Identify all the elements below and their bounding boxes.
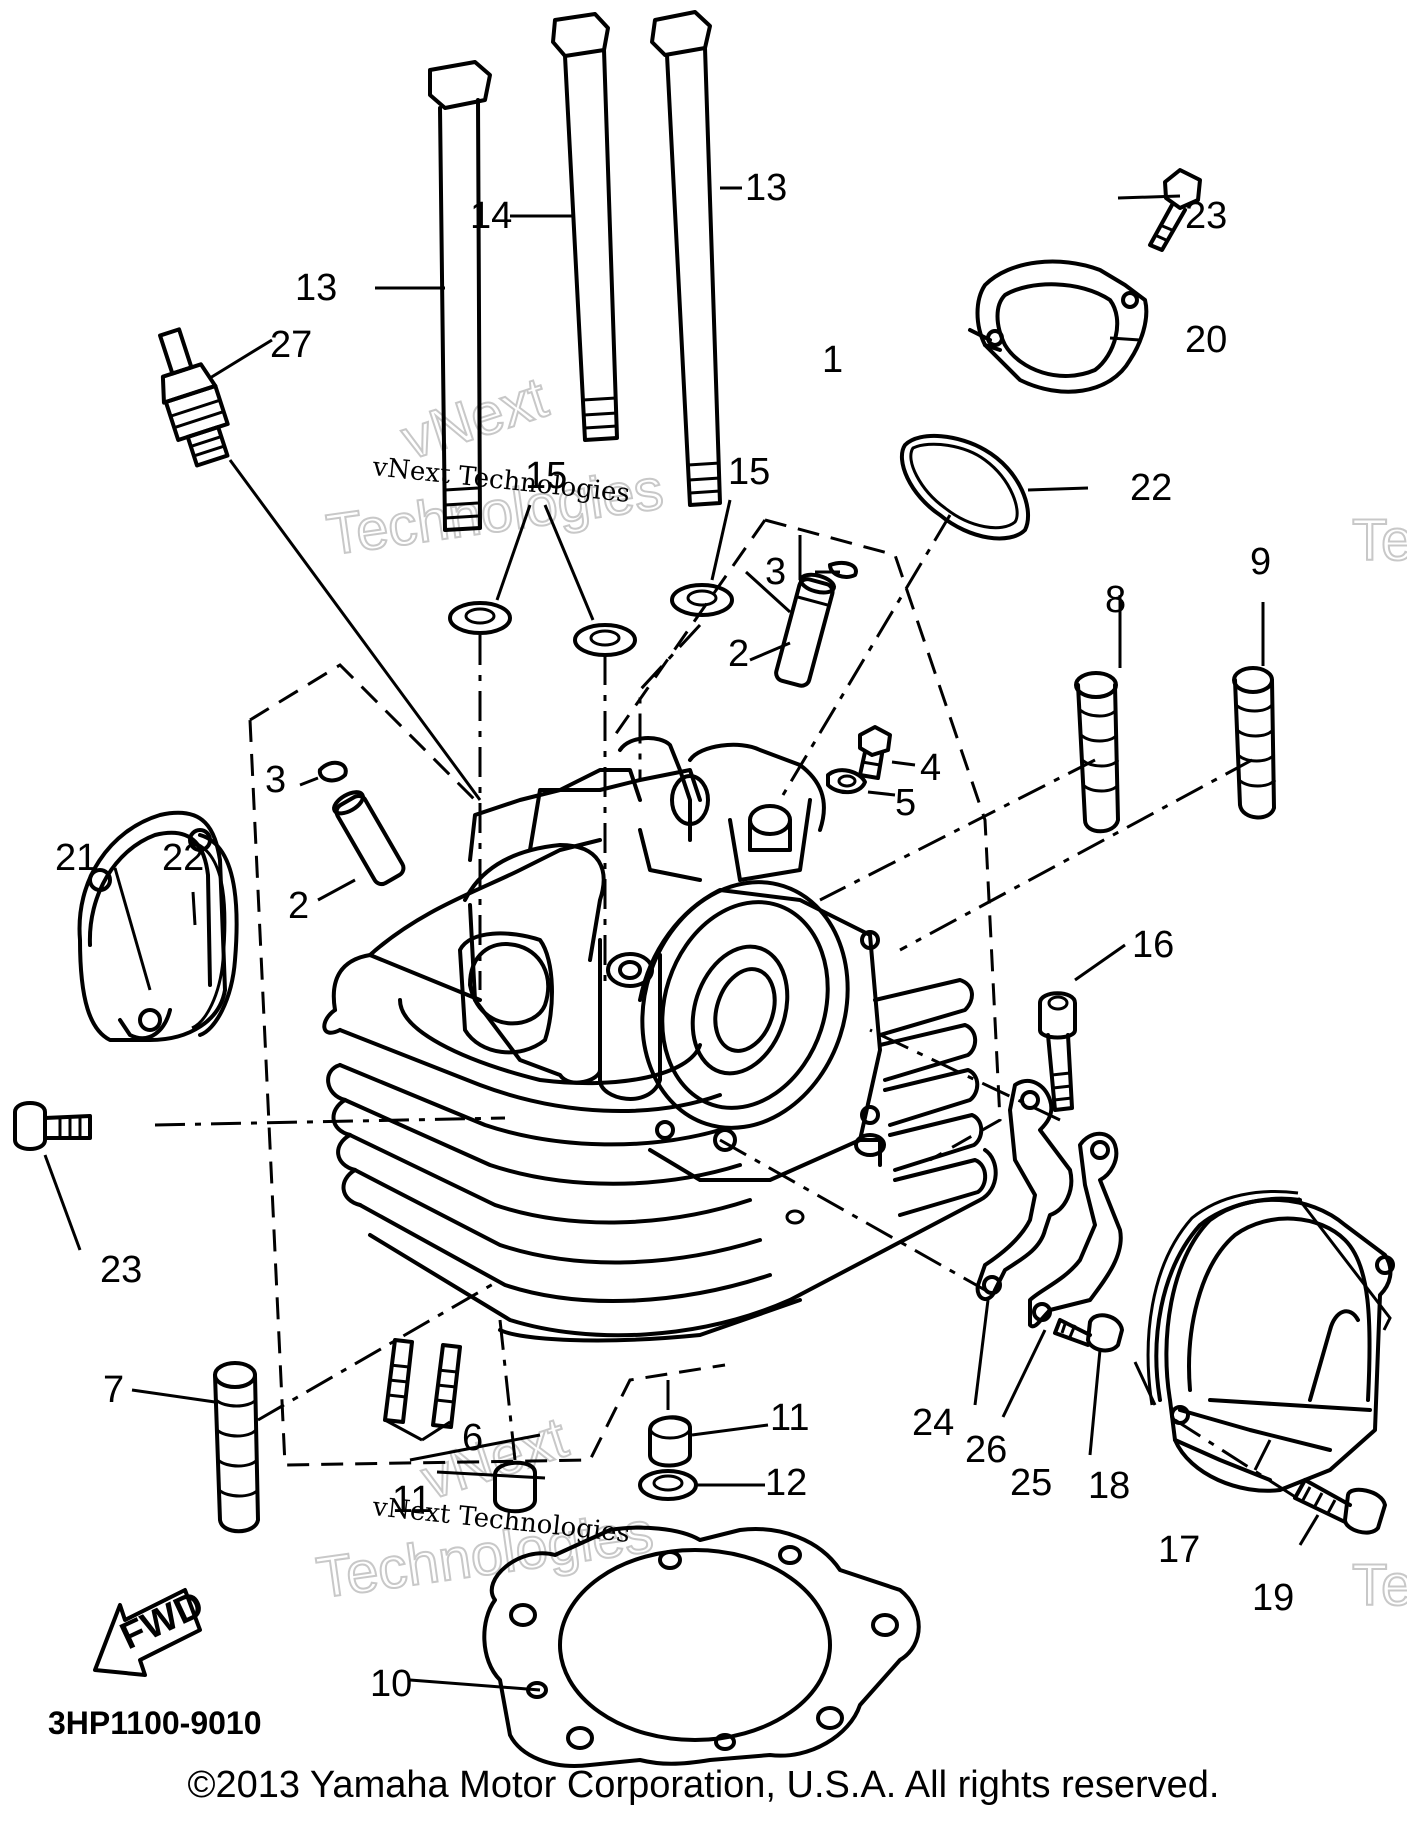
bolt-4	[858, 725, 892, 780]
callout-2-right: 2	[728, 633, 749, 675]
copyright-notice: ©2013 Yamaha Motor Corporation, U.S.A. A…	[187, 1764, 1220, 1806]
callout-10: 10	[370, 1663, 412, 1705]
callout-23-left: 23	[100, 1249, 142, 1291]
side-cover-17	[1164, 1197, 1395, 1493]
callout-13-right: 13	[745, 167, 787, 209]
tappet-cover-11-lower	[493, 1460, 537, 1514]
dowel-7	[213, 1361, 260, 1534]
callout-17: 17	[1158, 1529, 1200, 1571]
callout-11: 11	[770, 1397, 809, 1439]
callout-13-left: 13	[295, 267, 337, 309]
callout-19: 19	[1252, 1577, 1294, 1619]
callout-15-left: 15	[525, 455, 567, 497]
callout-2-left: 2	[288, 885, 309, 927]
callout-4: 4	[920, 747, 941, 789]
dowel-9	[1232, 666, 1277, 820]
callout-5: 5	[895, 782, 916, 824]
manifold-20	[968, 259, 1149, 394]
bolt-23-top	[1148, 168, 1202, 252]
watermark-edge-top: Te	[1352, 508, 1407, 573]
assembly-boundary-left	[248, 663, 726, 1467]
callout-22-left: 22	[162, 837, 204, 879]
callout-23-right: 23	[1185, 195, 1227, 237]
callout-11-lower: 11	[392, 1479, 431, 1521]
callout-8: 8	[1105, 579, 1126, 621]
bracket-26	[1028, 1131, 1123, 1329]
callouts: 1 2 2 3 3 4 5 6 7 8 9 10 11 11 12 13 13 …	[55, 167, 1294, 1705]
callout-21: 21	[55, 837, 97, 879]
head-bolt-13-left	[428, 60, 492, 532]
tappet-cover-11	[648, 1415, 692, 1468]
washer-15-center	[573, 623, 637, 657]
callout-25: 25	[1010, 1462, 1052, 1504]
side-cover-21	[77, 810, 227, 1042]
washer-15-right	[670, 583, 734, 617]
dowel-8	[1074, 671, 1120, 834]
callout-9: 9	[1250, 541, 1271, 583]
callout-16: 16	[1132, 924, 1174, 966]
callout-1: 1	[822, 339, 843, 381]
bolt-19	[1293, 1478, 1387, 1535]
callout-26: 26	[965, 1429, 1007, 1471]
spark-plug-27	[158, 327, 230, 468]
assembly-leaders	[154, 514, 1301, 1502]
circlip-3-left	[317, 760, 348, 783]
callout-24: 24	[912, 1402, 954, 1444]
stud-bolts-6	[383, 1338, 462, 1429]
tappet-seal-12	[638, 1469, 698, 1501]
diagram-code: 3HP1100-9010	[48, 1705, 262, 1741]
callout-3-left: 3	[265, 759, 286, 801]
callout-27: 27	[270, 324, 312, 366]
callout-12: 12	[765, 1462, 807, 1504]
head-bolt-13-right	[650, 10, 722, 507]
head-bolt-14	[551, 12, 619, 442]
callout-3-right: 3	[765, 551, 786, 593]
bracket-24	[975, 1079, 1074, 1301]
bolt-16	[1038, 991, 1077, 1112]
callout-14: 14	[470, 195, 512, 237]
bolt-25	[1053, 1313, 1124, 1353]
valve-guide-2-left	[332, 790, 406, 887]
bolt-23-left	[13, 1101, 92, 1151]
callout-20: 20	[1185, 319, 1227, 361]
callout-18: 18	[1088, 1465, 1130, 1507]
cylinder-head	[322, 736, 998, 1343]
callout-22-right: 22	[1130, 467, 1172, 509]
o-ring-22-left	[198, 833, 239, 1037]
washer-15-left	[448, 601, 512, 635]
callout-15-right: 15	[728, 451, 770, 493]
callout-7: 7	[103, 1369, 124, 1411]
circlip-3-right	[828, 561, 858, 579]
washer-5	[826, 768, 867, 795]
leader-lines	[43, 186, 1392, 1692]
o-ring-18	[1154, 1196, 1302, 1402]
o-ring-22-right	[899, 433, 1031, 541]
callout-6: 6	[462, 1417, 483, 1459]
watermark-edge-bottom: Te	[1352, 1553, 1407, 1618]
fwd-arrow: FWD	[93, 1584, 210, 1677]
